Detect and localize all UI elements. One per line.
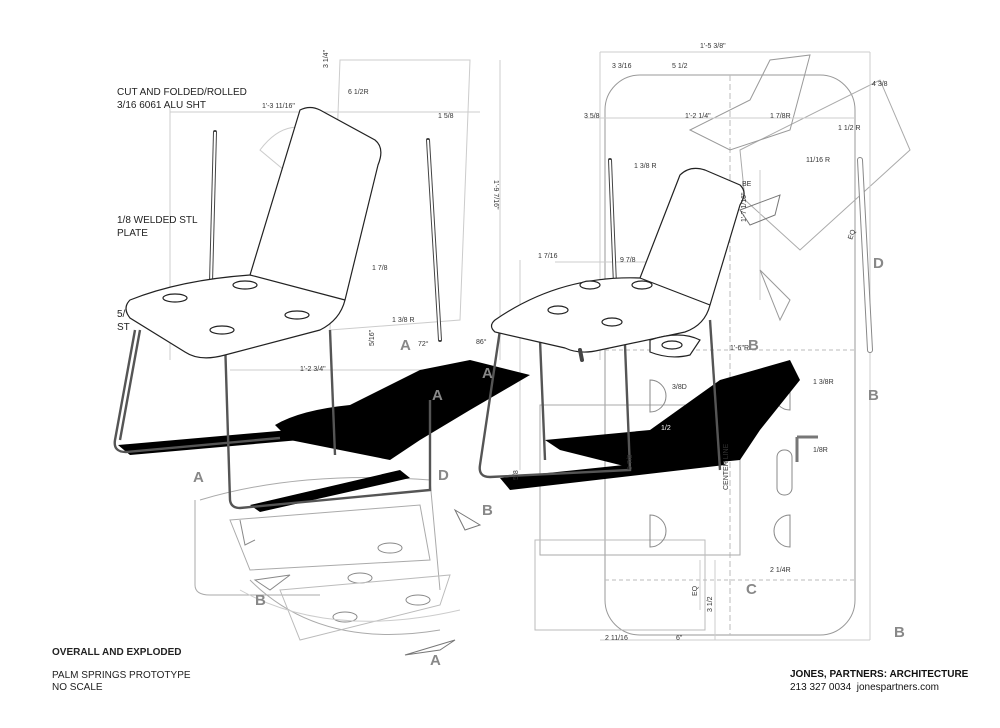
callout-a: A xyxy=(482,365,493,382)
dim-label: 1'-7 1/16" xyxy=(741,192,748,222)
firm-website: jonespartners.com xyxy=(856,682,939,693)
view-title: OVERALL AND EXPLODED xyxy=(52,647,182,658)
scale-note: NO SCALE xyxy=(52,682,103,693)
dim-label: 2 1/4R xyxy=(770,567,791,574)
callout-b: B xyxy=(748,337,759,354)
callout-a: A xyxy=(400,337,411,354)
firm-contact: 213 327 0034 jonespartners.com xyxy=(790,681,939,694)
dim-label: 3/8D xyxy=(672,384,687,391)
dim-label: 1 3/8 R xyxy=(392,317,415,324)
dim-label: 5/8 xyxy=(513,470,520,480)
dim-label: 9 7/8 xyxy=(620,257,636,264)
left-chair-assembly xyxy=(113,106,442,510)
callout-b: B xyxy=(868,387,879,404)
dim-label: 1'-2 1/4" xyxy=(685,113,711,120)
dim-label: 1 7/16 xyxy=(538,253,558,260)
callout-a: A xyxy=(430,652,441,669)
dim-label: 1 5/8 xyxy=(438,113,454,120)
dim-label: 1'-5 3/8" xyxy=(700,43,726,50)
dim-label: 2 11/16 xyxy=(605,635,628,642)
dim-label: 3 3/16 xyxy=(612,63,632,70)
dim-label: 9 7/8 xyxy=(627,454,634,470)
dim-label: 72° xyxy=(418,340,429,348)
dim-label: 3 1/2 xyxy=(707,596,714,612)
dim-label: EQ xyxy=(692,585,699,596)
dim-label: 1'-6"R xyxy=(730,345,749,352)
dim-label: 1'-9 7/16" xyxy=(492,180,499,210)
dim-label: 1 1/2 R xyxy=(838,125,861,132)
dim-label: 86° xyxy=(476,338,487,346)
dim-label: BE xyxy=(742,181,752,188)
dimension-labels: 1'-5 3/8" 3 3/16 5 1/2 6 1/2R 3 1/4" 1'-… xyxy=(262,43,888,642)
dim-label: 4 3/8 xyxy=(872,81,888,88)
project-name: PALM SPRINGS PROTOTYPE xyxy=(52,670,191,681)
dim-label: EQ xyxy=(847,228,857,240)
material-note-partial: 5/ ST xyxy=(117,309,130,333)
dim-label: 3 1/4" xyxy=(323,49,330,68)
firm-phone: 213 327 0034 xyxy=(790,682,852,693)
callout-d: D xyxy=(438,467,449,484)
dim-label: 3 5/8 xyxy=(584,113,600,120)
callout-c: C xyxy=(746,581,757,598)
firm-name: JONES, PARTNERS: ARCHITECTURE xyxy=(790,669,969,680)
left-chair-seat xyxy=(125,106,382,359)
dim-label: 11/16 R xyxy=(806,157,830,164)
material-note-aluminum: CUT AND FOLDED/ROLLED 3/16 6061 ALU SHT xyxy=(117,87,247,111)
callout-a: A xyxy=(432,387,443,404)
callout-b: B xyxy=(482,502,493,519)
dim-label: 6" xyxy=(676,635,683,642)
callout-b: B xyxy=(894,624,905,641)
chair-shadows xyxy=(118,360,800,512)
dim-label: 5/16" xyxy=(369,329,376,346)
callout-b: B xyxy=(255,592,266,609)
dim-label: 1 3/8 R xyxy=(634,163,657,170)
dim-label: 1/2 xyxy=(661,425,671,432)
dim-label: 1'-2 3/4" xyxy=(300,366,326,373)
dim-label: 1 7/8R xyxy=(770,113,791,120)
dim-label: 1 7/8 xyxy=(372,265,388,272)
dim-label: CENTER LINE xyxy=(723,443,730,490)
callout-d: D xyxy=(873,255,884,272)
dim-label: 5 1/2 xyxy=(672,63,688,70)
dim-label: 1'-3 11/16" xyxy=(262,103,295,110)
dim-label: 1/8R xyxy=(813,447,828,454)
callout-a: A xyxy=(193,469,204,486)
dim-label: 6 1/2R xyxy=(348,89,369,96)
dim-label: 1 3/8R xyxy=(813,379,834,386)
callout-letters: A A A A A B B B B B B C D D xyxy=(193,255,905,669)
left-chair-frame xyxy=(113,329,281,454)
material-note-steel-plate: 1/8 WELDED STL PLATE xyxy=(117,215,198,239)
right-chair-assembly xyxy=(478,158,745,479)
